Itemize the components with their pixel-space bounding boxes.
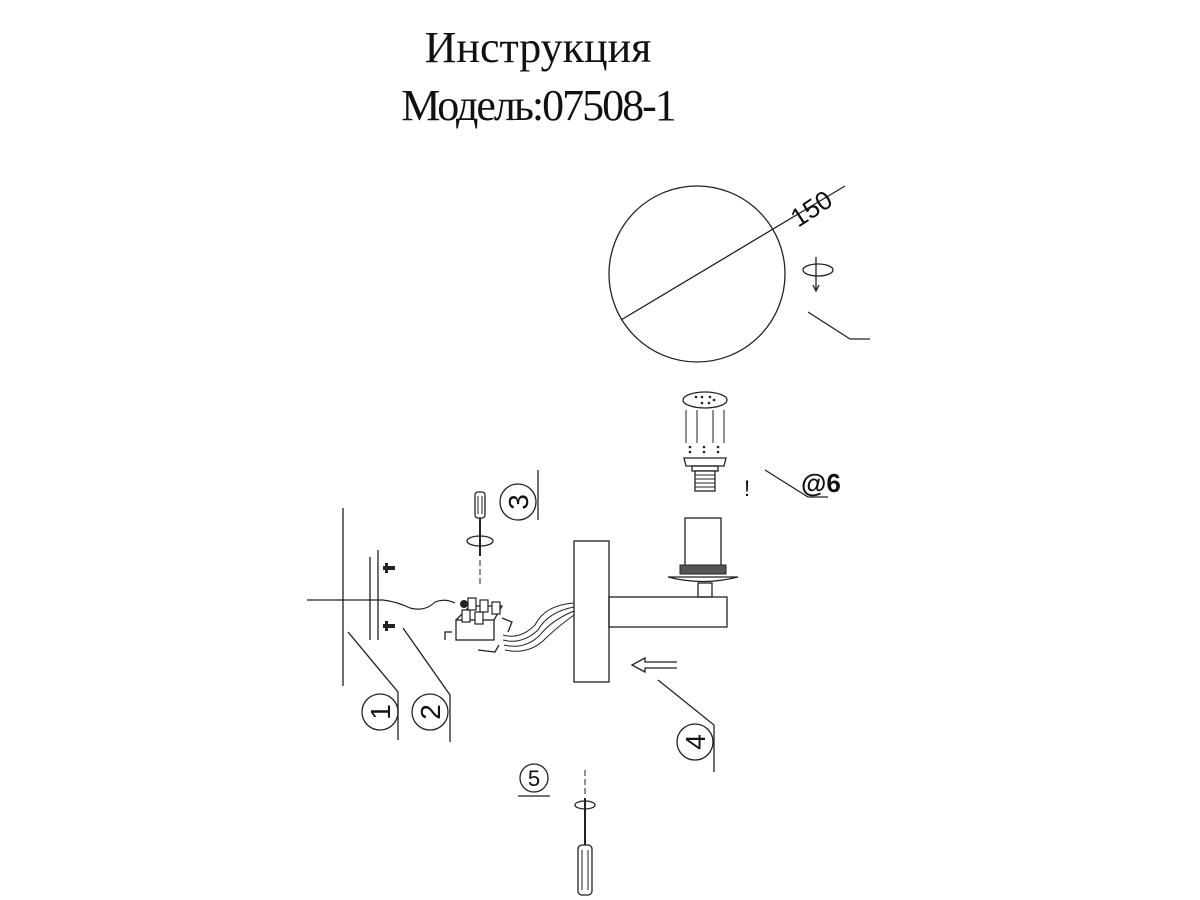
svg-text:3: 3 (503, 494, 534, 510)
glass-shade: 150 (608, 184, 846, 363)
step-1-badge: 1 (361, 693, 399, 731)
svg-text:4: 4 (680, 734, 711, 750)
step-5-badge: 5 (518, 763, 550, 797)
step-4-leader-line (657, 679, 715, 772)
step-2-badge: 2 (411, 693, 449, 731)
bulb-label: @6 (801, 468, 841, 498)
svg-text:1: 1 (365, 704, 396, 720)
step-2-leader-line (402, 627, 451, 742)
shade-leader-line (807, 311, 870, 340)
direction-arrow-icon (630, 656, 677, 674)
mains-cable (307, 599, 456, 610)
rotate-icon (802, 257, 834, 293)
model-number: Модель:07508-1 (401, 81, 677, 130)
step-4-badge: 4 (676, 723, 714, 761)
step-1-leader-line (347, 631, 399, 740)
led-bulb (682, 391, 728, 492)
terminal-block (444, 597, 513, 653)
mounting-bracket (369, 550, 379, 640)
step-3-badge: 3 (499, 483, 537, 521)
wall-plate (573, 540, 610, 683)
fixture-wires (502, 602, 575, 652)
document-title: Инструкция (424, 23, 652, 72)
dimension-label: 150 (785, 184, 838, 233)
lamp-arm (608, 596, 728, 628)
bulb-leader-line (764, 469, 828, 498)
warning-mark: ! (744, 476, 750, 501)
svg-text:2: 2 (415, 704, 446, 720)
svg-text:5: 5 (528, 766, 540, 791)
lamp-socket (667, 517, 739, 598)
screwdriver-icon (466, 491, 494, 585)
screw-icon (383, 563, 395, 631)
screwdriver-icon (574, 770, 596, 896)
